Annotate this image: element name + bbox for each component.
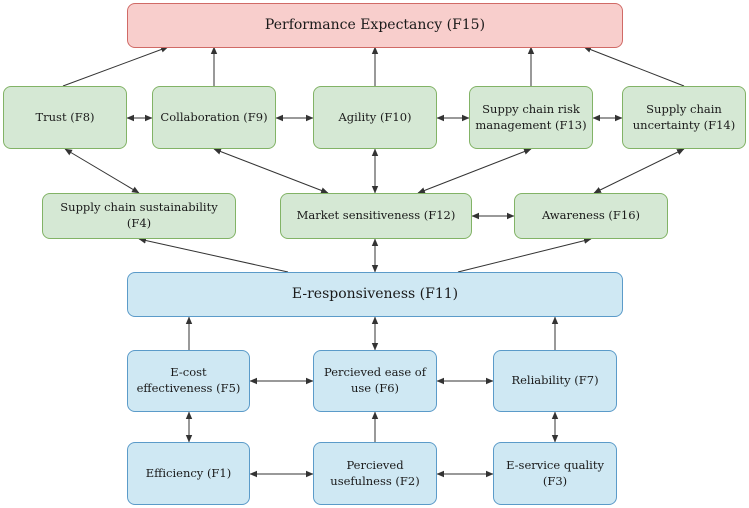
node-f14: Supply chain uncertainty (F14) [622,86,746,149]
node-f11: E-responsiveness (F11) [127,272,623,317]
arrow-f11-f16 [457,237,592,273]
node-f16: Awareness (F16) [514,193,668,239]
node-f7: Reliability (F7) [493,350,617,412]
node-f12: Market sensitiveness (F12) [280,193,472,239]
arrow-f9-f12 [213,148,329,194]
node-f13: Suppy chain risk management (F13) [469,86,593,149]
node-f9: Collaboration (F9) [152,86,276,149]
node-f2: Percieved usefulness (F2) [313,442,437,505]
arrow-f8-f4 [64,148,140,194]
arrow-f11-f4 [138,237,289,273]
node-f6: Percieved ease of use (F6) [313,350,437,412]
arrow-f8-f15 [62,46,169,87]
arrow-f13-f12 [417,148,532,194]
node-f4: Supply chain sustainability (F4) [42,193,236,239]
node-f1: Efficiency (F1) [127,442,250,505]
node-f15: Performance Expectancy (F15) [127,3,623,48]
node-f10: Agility (F10) [313,86,437,149]
node-f3: E-service quality (F3) [493,442,617,505]
arrow-f14-f15 [583,46,685,87]
node-f8: Trust (F8) [3,86,127,149]
arrow-f14-f16 [593,148,685,194]
node-f5: E-cost effectiveness (F5) [127,350,250,412]
